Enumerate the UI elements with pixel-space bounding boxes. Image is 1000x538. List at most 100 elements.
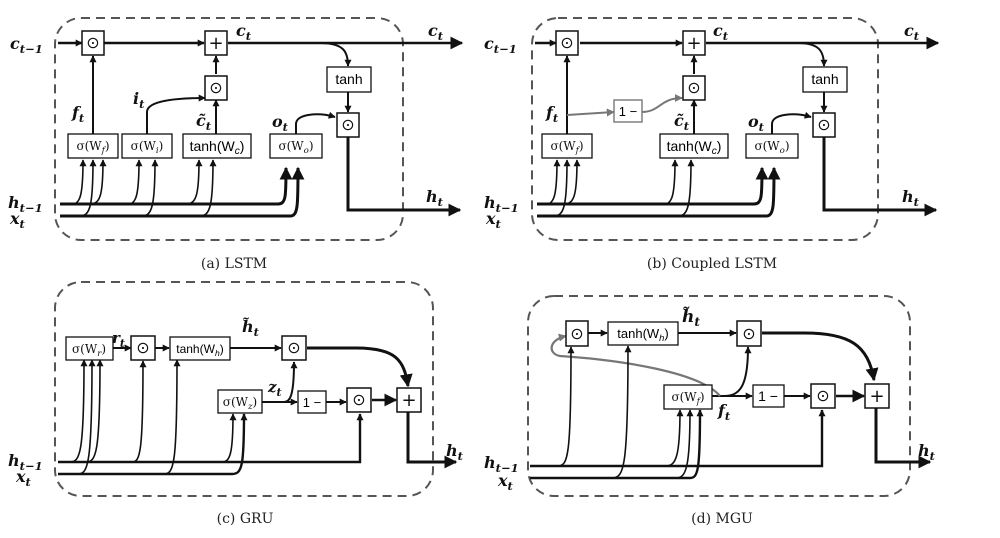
label-h-prev: ht−1 xyxy=(8,451,43,473)
multiply-symbol: ⊙ xyxy=(816,386,829,405)
multiply-symbol: ⊙ xyxy=(570,324,583,343)
multiply-symbol: ⊙ xyxy=(341,115,354,134)
label-x: xt xyxy=(497,471,514,493)
caption-mgu: (d) MGU xyxy=(691,511,753,527)
label-o: ot xyxy=(748,112,765,134)
add-symbol: + xyxy=(208,33,223,54)
candidate-box xyxy=(607,321,679,346)
label-h-tilde: h̃t xyxy=(682,307,700,329)
tanh-label: tanh xyxy=(335,71,362,87)
forget-gate-box xyxy=(67,133,119,159)
multiply-symbol: ⊙ xyxy=(136,338,149,357)
forget-gate-label: σ(Wf) xyxy=(76,139,109,156)
label-h-prev: ht−1 xyxy=(484,453,519,475)
tanh-box xyxy=(326,66,372,93)
multiply-symbol: ⊙ xyxy=(560,33,573,52)
output-gate-box xyxy=(269,133,323,159)
update-gate-label: σ(Wz) xyxy=(223,395,257,412)
output-multiply-op xyxy=(812,112,836,138)
label-h-prev: ht−1 xyxy=(484,193,519,215)
one-minus-label: 1 − xyxy=(303,395,321,410)
label-h-tilde: h̃t xyxy=(242,317,260,339)
reset-gate-label: σ(Wr) xyxy=(72,342,106,359)
multiply-symbol: ⊙ xyxy=(86,33,99,52)
output-add-op xyxy=(396,387,422,413)
cell-add-op xyxy=(682,30,706,56)
caption-coupled-lstm: (b) Coupled LSTM xyxy=(647,256,777,272)
output-gate-box xyxy=(745,133,799,159)
cell-boundary xyxy=(54,17,404,241)
caption-gru: (c) GRU xyxy=(217,511,274,527)
candidate-label: tanh(Wh) xyxy=(617,326,668,343)
output-gate-label: σ(Wo) xyxy=(754,139,789,156)
forget-gate-box xyxy=(663,384,713,410)
multiply-symbol: ⊙ xyxy=(209,78,222,97)
label-c-tilde: c̃t xyxy=(196,111,212,133)
reset-multiply-op xyxy=(130,335,156,361)
input-multiply-op xyxy=(682,75,706,101)
forget-gate-label: σ(Wf) xyxy=(671,390,704,407)
label-o: ot xyxy=(272,112,289,134)
panel-gru: ⊙ ⊙ ⊙ + σ(Wr) tanh(Wh) σ(Wz) 1 − rt h̃t … xyxy=(8,281,464,527)
forget-multiply-op xyxy=(81,30,105,56)
panel-coupled-lstm: ⊙ + ⊙ ⊙ tanh 1 − σ(Wf) tanh(Wc) σ(Wo) ct… xyxy=(484,17,940,272)
prev-multiply-op xyxy=(346,387,372,413)
label-x: xt xyxy=(15,467,32,489)
label-c-t: ct xyxy=(713,21,729,43)
label-r: rt xyxy=(112,329,125,350)
label-h-out: ht xyxy=(446,441,464,463)
label-h-prev: ht−1 xyxy=(8,193,43,215)
cell-boundary xyxy=(531,17,879,241)
candidate-label: tanh(Wc) xyxy=(190,138,245,157)
candidate-multiply-op xyxy=(281,335,307,361)
reset-gate-box xyxy=(65,336,114,361)
output-add-op xyxy=(864,383,890,409)
multiply-symbol: ⊙ xyxy=(352,390,365,409)
panel-mgu: ⊙ ⊙ ⊙ + tanh(Wh) σ(Wf) 1 − h̃t ft ht−1 x… xyxy=(484,295,936,527)
output-multiply-op xyxy=(336,112,360,138)
label-c-prev: ct−1 xyxy=(484,34,517,56)
candidate-box xyxy=(659,133,729,159)
label-z: zt xyxy=(267,378,282,399)
input-gate-box xyxy=(121,133,173,159)
label-x: xt xyxy=(485,209,502,231)
multiply-symbol: ⊙ xyxy=(742,324,755,343)
candidate-label: tanh(Wh) xyxy=(176,342,223,358)
update-gate-box xyxy=(217,389,263,414)
one-minus-box xyxy=(613,99,643,123)
add-symbol: + xyxy=(686,33,701,54)
label-c-tilde: c̃t xyxy=(674,111,690,133)
multiply-symbol: ⊙ xyxy=(287,338,300,357)
label-f: ft xyxy=(71,103,85,125)
candidate-box xyxy=(169,336,231,361)
candidate-box xyxy=(182,133,252,159)
cell-add-op xyxy=(204,30,228,56)
candidate-multiply-op xyxy=(736,320,762,347)
label-h-out: ht xyxy=(918,441,936,463)
cell-boundary xyxy=(54,281,434,497)
label-h-out: ht xyxy=(426,187,444,209)
forget-gate-box xyxy=(541,133,593,159)
label-f: ft xyxy=(717,401,731,423)
tanh-label: tanh xyxy=(811,71,838,87)
label-c-out: ct xyxy=(904,21,920,43)
label-h-out: ht xyxy=(902,187,920,209)
label-f: ft xyxy=(545,103,559,125)
multiply-symbol: ⊙ xyxy=(817,115,830,134)
panel-lstm: ⊙ + ⊙ ⊙ tanh σ(Wf) σ(Wi) tanh(Wc) σ(Wo) … xyxy=(8,17,464,272)
output-gate-label: σ(Wo) xyxy=(278,139,313,156)
prev-multiply-op xyxy=(810,383,836,409)
forget-multiply-op xyxy=(555,30,579,56)
forget-gate-label: σ(Wf) xyxy=(550,139,583,156)
forget-multiply-op xyxy=(565,320,589,347)
candidate-label: tanh(Wc) xyxy=(667,138,722,157)
label-i: it xyxy=(133,89,145,111)
one-minus-label: 1 − xyxy=(758,388,778,404)
one-minus-box xyxy=(752,384,785,408)
label-c-prev: ct−1 xyxy=(10,34,43,56)
input-gate-label: σ(Wi) xyxy=(131,139,164,156)
add-symbol: + xyxy=(401,390,416,411)
label-c-t: ct xyxy=(236,21,252,43)
